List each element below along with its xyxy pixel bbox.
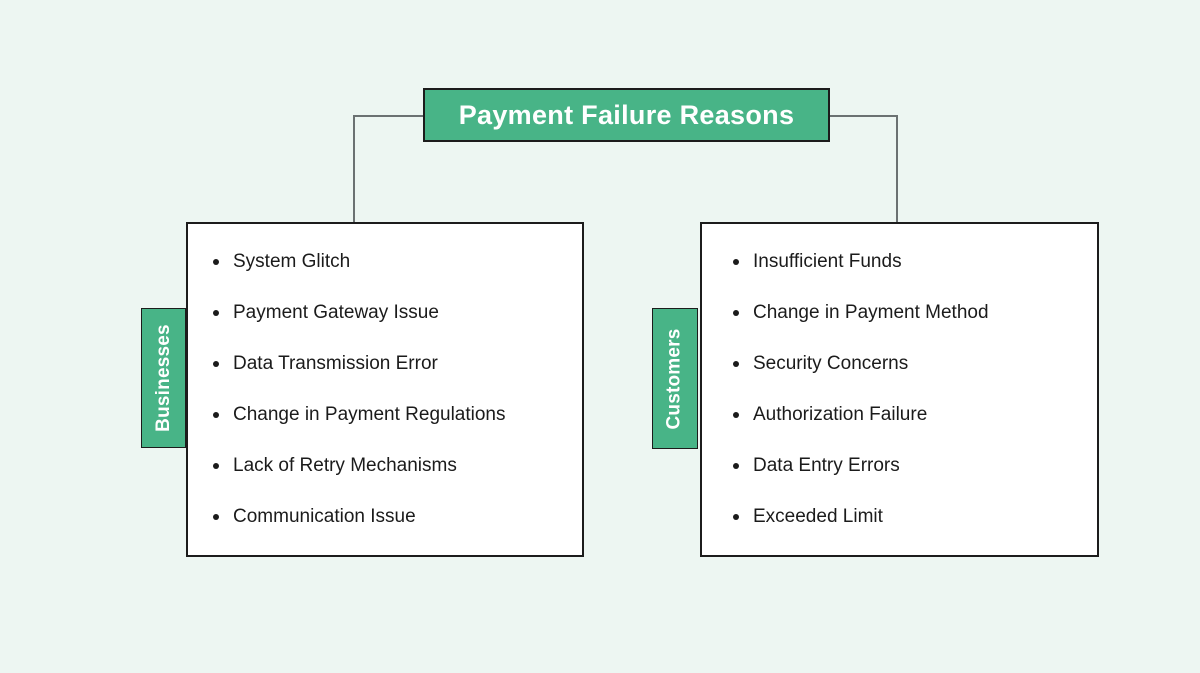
bullet-icon	[213, 310, 219, 316]
bullet-icon	[213, 361, 219, 367]
branch-label-text: Customers	[664, 327, 685, 430]
title-node: Payment Failure Reasons	[423, 88, 830, 142]
bullet-icon	[733, 514, 739, 520]
bullet-icon	[213, 463, 219, 469]
list-item-label: Communication Issue	[233, 506, 416, 527]
list-item: Payment Gateway Issue	[188, 288, 582, 339]
branch-box-businesses: System Glitch Payment Gateway Issue Data…	[186, 222, 584, 557]
list-item-label: Change in Payment Method	[753, 302, 989, 323]
list-item-label: Authorization Failure	[753, 404, 928, 425]
list-item: Data Transmission Error	[188, 339, 582, 390]
list-item-label: Lack of Retry Mechanisms	[233, 455, 457, 476]
bullet-icon	[213, 412, 219, 418]
list-item: Security Concerns	[702, 339, 1097, 390]
page-title: Payment Failure Reasons	[458, 99, 795, 130]
customers-list: Insufficient Funds Change in Payment Met…	[702, 237, 1097, 543]
businesses-list: System Glitch Payment Gateway Issue Data…	[188, 237, 582, 543]
bullet-icon	[733, 310, 739, 316]
list-item-label: Data Entry Errors	[753, 455, 900, 476]
list-item: Insufficient Funds	[702, 237, 1097, 288]
list-item: Change in Payment Regulations	[188, 390, 582, 441]
list-item: Communication Issue	[188, 492, 582, 543]
branch-box-customers: Insufficient Funds Change in Payment Met…	[700, 222, 1099, 557]
list-item-label: Payment Gateway Issue	[233, 302, 439, 323]
list-item-label: System Glitch	[233, 251, 351, 272]
list-item: Lack of Retry Mechanisms	[188, 441, 582, 492]
connector-left-elbow	[353, 115, 423, 222]
branch-label-businesses: Businesses	[141, 308, 186, 448]
bullet-icon	[733, 412, 739, 418]
list-item-label: Data Transmission Error	[233, 353, 438, 374]
list-item: Exceeded Limit	[702, 492, 1097, 543]
list-item: System Glitch	[188, 237, 582, 288]
list-item: Authorization Failure	[702, 390, 1097, 441]
list-item-label: Exceeded Limit	[753, 506, 883, 527]
bullet-icon	[733, 463, 739, 469]
branch-label-customers: Customers	[652, 308, 698, 449]
list-item-label: Security Concerns	[753, 353, 909, 374]
bullet-icon	[733, 361, 739, 367]
list-item-label: Insufficient Funds	[753, 251, 902, 272]
connector-right-elbow	[830, 115, 898, 222]
branch-label-text: Businesses	[152, 324, 174, 432]
bullet-icon	[213, 514, 219, 520]
bullet-icon	[733, 259, 739, 265]
list-item-label: Change in Payment Regulations	[233, 404, 506, 425]
list-item: Data Entry Errors	[702, 441, 1097, 492]
bullet-icon	[213, 259, 219, 265]
list-item: Change in Payment Method	[702, 288, 1097, 339]
